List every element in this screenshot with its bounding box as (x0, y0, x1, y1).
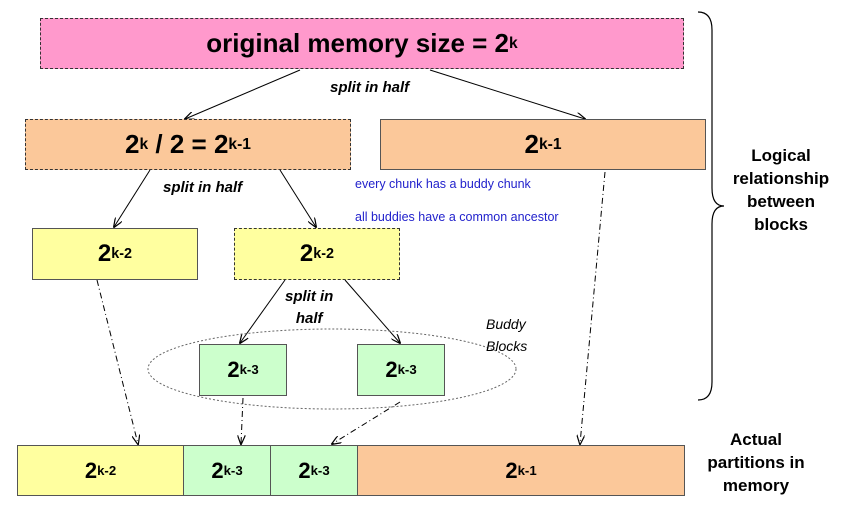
map-k2 (96, 279, 138, 444)
level1-left-rest: / 2 = 2 (148, 129, 229, 159)
map-k3-left (241, 397, 243, 444)
buddy-chunk-note: every chunk has a buddy chunk (355, 177, 531, 191)
split-label-mid: split in half (163, 179, 243, 196)
arrow-root-left (185, 69, 301, 119)
split-label-low: split in half (285, 286, 333, 330)
logical-line2: relationship (732, 169, 830, 188)
logical-line3: between (746, 192, 816, 211)
actual-line3: memory (722, 476, 790, 495)
level2-left-base: 2 (97, 240, 112, 267)
actual-line1: Actual (730, 430, 782, 449)
arrow-root-right (429, 69, 585, 119)
level1-right-base: 2 (524, 129, 539, 159)
buddy-ellipse (147, 328, 517, 410)
logical-line4: blocks (754, 215, 808, 234)
memory-partition-k2-base: 2 (84, 457, 98, 483)
split-label-low-line2: half (295, 310, 323, 327)
arrow-l1-right (279, 169, 316, 227)
logical-relationship-label: Logical relationship between blocks (722, 144, 840, 236)
memory-partition-k3-b-base: 2 (298, 457, 311, 483)
arrow-l2-right (344, 279, 400, 343)
split-label-low-line1: split in (285, 288, 334, 305)
actual-partitions-label: Actual partitions in memory (695, 428, 817, 497)
arrow-l2-left (240, 279, 286, 343)
split-label-top: split in half (330, 79, 410, 96)
memory-partition-k1-base: 2 (505, 457, 518, 483)
logical-line1: Logical (751, 146, 811, 165)
buddy-blocks-label: Buddy Blocks (486, 313, 527, 357)
memory-partition-k3-a-base: 2 (211, 457, 224, 483)
actual-line2: partitions in (707, 453, 805, 472)
brace (697, 11, 725, 401)
root-text: original memory size = 2 (206, 28, 510, 58)
arrow-l1-left (114, 169, 151, 227)
level1-left-base: 2 (125, 129, 140, 159)
buddy-blocks-line2: Blocks (486, 338, 528, 354)
common-ancestor-note: all buddies have a common ancestor (355, 210, 559, 224)
map-k3-right (332, 401, 401, 444)
level3-left-base: 2 (227, 357, 240, 382)
map-k1 (580, 171, 606, 444)
level2-right-base: 2 (299, 240, 314, 267)
buddy-blocks-line1: Buddy (486, 316, 526, 332)
level3-right-base: 2 (385, 357, 398, 382)
